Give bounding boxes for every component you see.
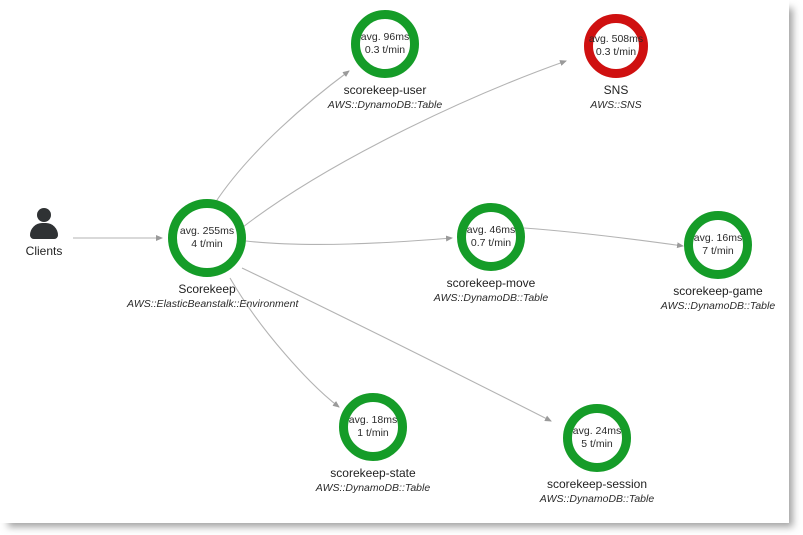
node-scorekeep-game-ring[interactable]: avg. 16ms 7 t/min — [684, 211, 752, 279]
user-icon — [27, 207, 61, 241]
node-scorekeep-game[interactable]: avg. 16ms 7 t/min scorekeep-game AWS::Dy… — [648, 211, 788, 312]
edge-scorekeep-sns — [242, 60, 567, 228]
node-scorekeep-game-type: AWS::DynamoDB::Table — [660, 300, 776, 312]
node-scorekeep-session-name: scorekeep-session — [546, 477, 648, 491]
clients-label: Clients — [25, 244, 63, 258]
edge-scorekeep-move-scorekeep-game — [523, 227, 684, 249]
clients-node[interactable]: Clients — [14, 207, 74, 258]
node-scorekeep-session[interactable]: avg. 24ms 5 t/min scorekeep-session AWS:… — [522, 404, 672, 505]
node-scorekeep-ring[interactable]: avg. 255ms 4 t/min — [168, 199, 246, 277]
node-scorekeep-name: Scorekeep — [178, 282, 236, 296]
node-sns-latency: avg. 508ms — [588, 33, 644, 45]
node-scorekeep-session-ring[interactable]: avg. 24ms 5 t/min — [563, 404, 631, 472]
node-sns-type: AWS::SNS — [590, 99, 642, 111]
node-scorekeep-state-name: scorekeep-state — [330, 466, 416, 480]
service-map-canvas[interactable]: Clients avg. 255ms 4 t/min Scorekeep AWS… — [0, 0, 789, 523]
node-scorekeep-user-latency: avg. 96ms — [360, 31, 410, 43]
node-scorekeep-rate: 4 t/min — [191, 238, 223, 250]
node-scorekeep-game-rate: 7 t/min — [702, 245, 734, 257]
node-scorekeep-move-latency: avg. 46ms — [466, 224, 516, 236]
node-scorekeep-user-rate: 0.3 t/min — [364, 44, 406, 56]
node-scorekeep-session-rate: 5 t/min — [581, 438, 613, 450]
node-scorekeep-game-name: scorekeep-game — [673, 284, 763, 298]
node-sns-ring[interactable]: avg. 508ms 0.3 t/min — [584, 14, 648, 78]
node-sns-rate: 0.3 t/min — [595, 46, 637, 58]
node-scorekeep-user-ring[interactable]: avg. 96ms 0.3 t/min — [351, 10, 419, 78]
node-scorekeep-type: AWS::ElasticBeanstalk::Environment — [127, 298, 299, 310]
node-scorekeep-move-type: AWS::DynamoDB::Table — [433, 292, 549, 304]
edge-layer — [73, 60, 684, 422]
node-sns-name: SNS — [603, 83, 629, 97]
node-scorekeep-state-ring[interactable]: avg. 18ms 1 t/min — [339, 393, 407, 461]
node-scorekeep[interactable]: avg. 255ms 4 t/min Scorekeep AWS::Elasti… — [127, 199, 299, 310]
node-scorekeep-state[interactable]: avg. 18ms 1 t/min scorekeep-state AWS::D… — [303, 393, 443, 494]
node-scorekeep-state-rate: 1 t/min — [357, 427, 389, 439]
node-scorekeep-move-ring[interactable]: avg. 46ms 0.7 t/min — [457, 203, 525, 271]
node-scorekeep-state-latency: avg. 18ms — [348, 414, 398, 426]
node-scorekeep-user-type: AWS::DynamoDB::Table — [327, 99, 443, 111]
node-scorekeep-user[interactable]: avg. 96ms 0.3 t/min scorekeep-user AWS::… — [315, 10, 455, 111]
node-scorekeep-user-name: scorekeep-user — [343, 83, 427, 97]
edge-scorekeep-scorekeep-move — [245, 235, 453, 245]
node-scorekeep-session-latency: avg. 24ms — [572, 425, 622, 437]
node-scorekeep-latency: avg. 255ms — [179, 225, 235, 237]
edge-scorekeep-scorekeep-user — [214, 70, 350, 204]
node-scorekeep-move-name: scorekeep-move — [446, 276, 536, 290]
edge-scorekeep-scorekeep-state — [229, 277, 340, 408]
node-scorekeep-session-type: AWS::DynamoDB::Table — [539, 493, 655, 505]
node-scorekeep-move[interactable]: avg. 46ms 0.7 t/min scorekeep-move AWS::… — [421, 203, 561, 304]
user-icon-head — [37, 208, 51, 222]
node-sns[interactable]: avg. 508ms 0.3 t/min SNS AWS::SNS — [551, 14, 681, 111]
node-scorekeep-game-latency: avg. 16ms — [693, 232, 743, 244]
edge-scorekeep-scorekeep-session — [241, 267, 552, 422]
node-scorekeep-state-type: AWS::DynamoDB::Table — [315, 482, 431, 494]
node-scorekeep-move-rate: 0.7 t/min — [470, 237, 512, 249]
user-icon-body — [30, 223, 58, 239]
